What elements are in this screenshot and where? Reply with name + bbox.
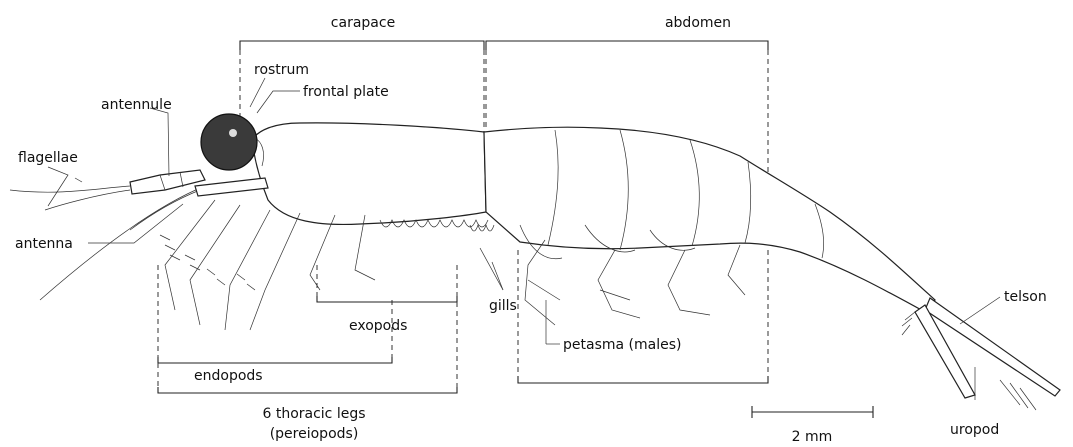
label-scale: 2 mm — [792, 429, 833, 445]
label-antenna: antenna — [15, 236, 73, 252]
label-uropod: uropod — [950, 422, 999, 438]
tail-fan — [902, 298, 1060, 410]
label-telson: telson — [1004, 289, 1047, 305]
label-antennule: antennule — [101, 97, 172, 113]
petasma-bracket — [518, 250, 768, 383]
label-abdomen: abdomen — [665, 15, 731, 31]
label-endopods: endopods — [194, 368, 263, 384]
pleopods — [525, 240, 745, 325]
label-petasma: petasma (males) — [563, 337, 681, 353]
scale-bar — [752, 406, 873, 418]
krill-body — [201, 114, 935, 312]
compound-eye — [201, 114, 257, 170]
label-exopods: exopods — [349, 318, 407, 334]
endopods-bracket — [158, 265, 392, 363]
carapace-shape — [252, 123, 486, 225]
head-appendages — [10, 170, 268, 300]
label-frontal-plate: frontal plate — [303, 84, 389, 100]
exopods-bracket — [317, 265, 457, 302]
label-rostrum: rostrum — [254, 62, 309, 78]
label-carapace: carapace — [331, 15, 395, 31]
abdominal-segments — [484, 127, 935, 312]
label-thoracic-legs: 6 thoracic legs — [262, 406, 365, 422]
label-gills: gills — [489, 298, 517, 314]
label-flagellae: flagellae — [18, 150, 78, 166]
label-pereiopods: (pereiopods) — [270, 426, 359, 442]
